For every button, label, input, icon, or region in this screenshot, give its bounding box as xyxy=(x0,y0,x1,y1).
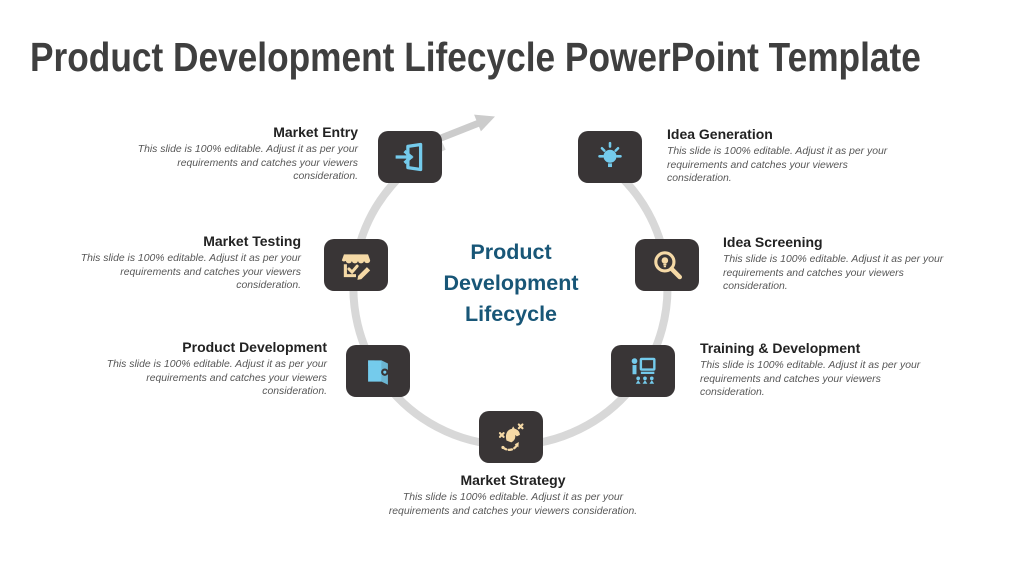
presenter-audience-icon xyxy=(631,357,656,384)
lifecycle-item-market-testing: Market Testing This slide is 100% editab… xyxy=(66,233,301,293)
item-description: This slide is 100% editable. Adjust it a… xyxy=(137,144,358,183)
knight-strategy-icon xyxy=(498,423,524,451)
item-label: Training & Development xyxy=(700,340,861,356)
item-label: Market Entry xyxy=(273,124,358,140)
lifecycle-item-market-strategy: Market Strategy This slide is 100% edita… xyxy=(382,472,644,518)
item-description: This slide is 100% editable. Adjust it a… xyxy=(388,492,638,517)
cycle-arrow-icon xyxy=(434,114,495,144)
item-label: Product Development xyxy=(182,339,327,355)
item-label: Idea Generation xyxy=(667,126,773,142)
lifecycle-item-market-entry: Market Entry This slide is 100% editable… xyxy=(123,124,358,184)
icon-tile-idea-generation xyxy=(578,131,642,183)
lifecycle-item-training-development: Training & Development This slide is 100… xyxy=(700,340,935,400)
icon-tile-training-development xyxy=(611,345,675,397)
slide-title: Product Development Lifecycle PowerPoint… xyxy=(30,34,921,80)
login-icon xyxy=(395,142,423,172)
icon-tile-market-entry xyxy=(378,131,442,183)
lightbulb-icon xyxy=(598,141,622,168)
lifecycle-item-idea-screening: Idea Screening This slide is 100% editab… xyxy=(723,234,958,294)
item-description: This slide is 100% editable. Adjust it a… xyxy=(723,254,944,293)
icon-tile-idea-screening xyxy=(635,239,699,291)
center-title: Product Development Lifecycle xyxy=(443,240,579,327)
item-description: This slide is 100% editable. Adjust it a… xyxy=(106,359,327,398)
storefront-check-pencil-icon xyxy=(341,254,371,280)
item-label: Market Strategy xyxy=(460,472,566,488)
icon-tile-market-strategy xyxy=(479,411,543,463)
package-gear-icon xyxy=(368,360,389,385)
item-label: Market Testing xyxy=(203,233,301,249)
item-description: This slide is 100% editable. Adjust it a… xyxy=(80,253,301,292)
lifecycle-item-product-development: Product Development This slide is 100% e… xyxy=(92,339,327,399)
icon-tile-market-testing xyxy=(324,239,388,291)
item-label: Idea Screening xyxy=(723,234,823,250)
item-description: This slide is 100% editable. Adjust it a… xyxy=(700,360,921,399)
magnifier-bulb-icon xyxy=(654,251,683,280)
icon-tile-product-development xyxy=(346,345,410,397)
item-description: This slide is 100% editable. Adjust it a… xyxy=(667,146,888,185)
lifecycle-item-idea-generation: Idea Generation This slide is 100% edita… xyxy=(667,126,902,186)
